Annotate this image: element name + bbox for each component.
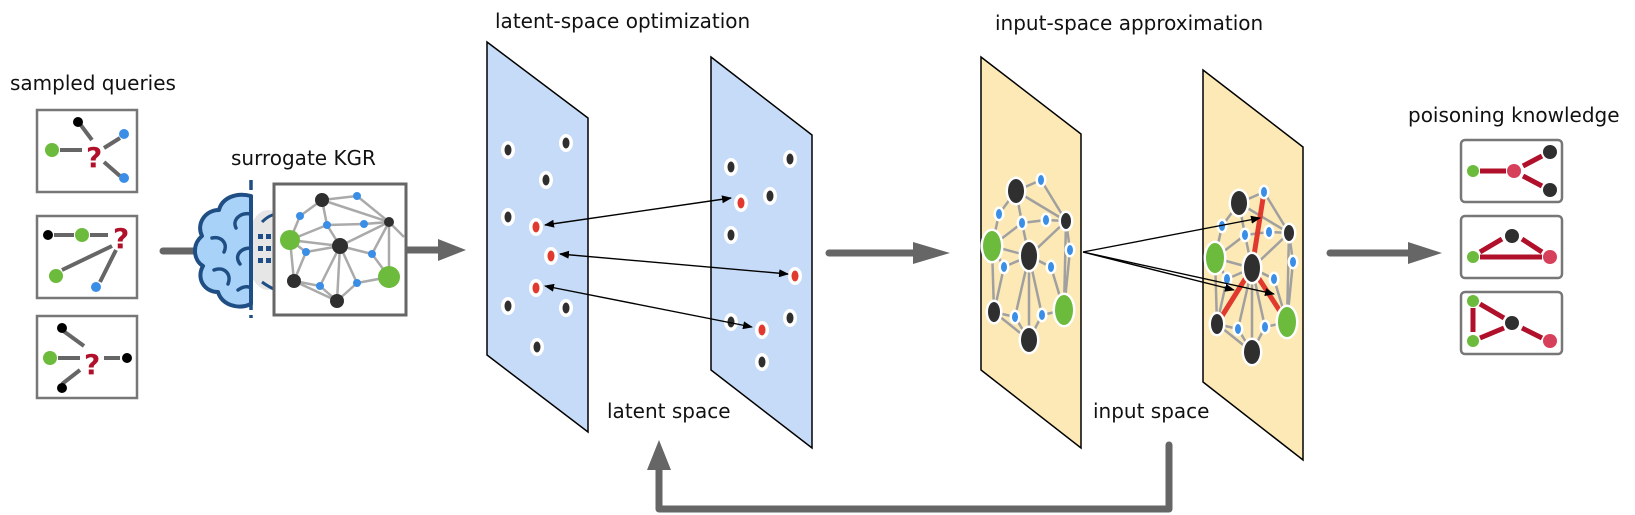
dark-entity-node — [1211, 314, 1223, 334]
input-space-approximation-label: input-space approximation — [995, 11, 1263, 35]
latent-point — [786, 312, 794, 324]
latent-point — [504, 144, 512, 156]
latent-point — [562, 137, 570, 149]
latent-space-label: latent space — [607, 399, 731, 423]
query-mark-icon: ? — [113, 222, 129, 255]
target-latent-point — [547, 250, 555, 262]
query-mark-icon: ? — [84, 348, 100, 381]
latent-point — [542, 174, 550, 186]
flow-arrow — [407, 239, 466, 261]
query-box-2: ? — [35, 214, 139, 300]
latent-plane-2 — [710, 55, 813, 450]
blue-entity-node — [1012, 312, 1018, 322]
target-latent-point — [532, 221, 540, 233]
target-latent-point — [532, 282, 540, 294]
query-mark-icon: ? — [86, 141, 102, 174]
latent-space-optimization-label: latent-space optimization — [495, 9, 750, 33]
surrogate-kgr-label: surrogate KGR — [231, 146, 376, 170]
poison-box-1 — [1459, 138, 1564, 204]
dark-entity-node — [1061, 213, 1071, 229]
target-latent-point — [758, 324, 766, 336]
latent-point — [758, 356, 766, 368]
feedback-arrow — [647, 440, 1173, 513]
blue-entity-node — [1019, 218, 1025, 228]
blue-entity-node — [1039, 310, 1045, 320]
blue-entity-node — [1235, 324, 1241, 334]
latent-point — [766, 190, 774, 202]
dark-entity-node — [1021, 328, 1037, 352]
dark-entity-node — [1244, 340, 1260, 364]
latent-points — [501, 134, 802, 371]
blue-entity-node — [1261, 187, 1267, 197]
flow-arrow — [825, 242, 950, 264]
dark-entity-node — [988, 302, 1000, 322]
poison-box-3 — [1459, 290, 1564, 356]
query-box-1: ? — [35, 108, 139, 194]
green-entity-node — [1278, 307, 1296, 337]
latent-point — [504, 300, 512, 312]
latent-point — [727, 161, 735, 173]
blue-entity-node — [1224, 274, 1230, 284]
input-space-label: input space — [1093, 399, 1209, 423]
blue-entity-node — [1067, 245, 1073, 255]
flow-arrow — [1326, 242, 1442, 264]
blue-entity-node — [1048, 262, 1054, 272]
latent-point — [786, 153, 794, 165]
input-graph-original — [980, 172, 1076, 355]
dark-entity-node — [1284, 225, 1294, 241]
latent-point — [533, 341, 541, 353]
sampled-queries-label: sampled queries — [10, 71, 176, 95]
blue-entity-node — [1043, 215, 1049, 225]
green-entity-node — [1055, 295, 1073, 325]
blue-entity-node — [1001, 262, 1007, 272]
blue-entity-node — [1266, 227, 1272, 237]
latent-plane-1 — [486, 40, 589, 434]
target-latent-point — [791, 270, 799, 282]
input-approximation-arrows — [1082, 215, 1275, 296]
latent-correspondence-arrows — [544, 195, 789, 330]
dark-entity-node — [1008, 179, 1024, 203]
surrogate-kgr-graph — [272, 182, 408, 317]
target-latent-point — [737, 197, 745, 209]
green-entity-node — [983, 231, 1001, 261]
poison-box-2 — [1459, 214, 1564, 280]
green-entity-node — [1206, 243, 1224, 273]
dark-entity-node — [1244, 254, 1260, 282]
query-box-3: ? — [35, 314, 139, 400]
blue-entity-node — [1262, 322, 1268, 332]
blue-entity-node — [1242, 230, 1248, 240]
blue-entity-node — [1290, 257, 1296, 267]
latent-point — [562, 302, 570, 314]
latent-point — [504, 211, 512, 223]
blue-entity-node — [1038, 175, 1044, 185]
input-graph-perturbed — [1203, 184, 1299, 367]
dark-entity-node — [1231, 191, 1247, 215]
latent-point — [727, 229, 735, 241]
dark-entity-node — [1021, 242, 1037, 270]
blue-entity-node — [996, 209, 1002, 219]
poisoning-knowledge-label: poisoning knowledge — [1408, 103, 1620, 127]
blue-entity-node — [1271, 274, 1277, 284]
